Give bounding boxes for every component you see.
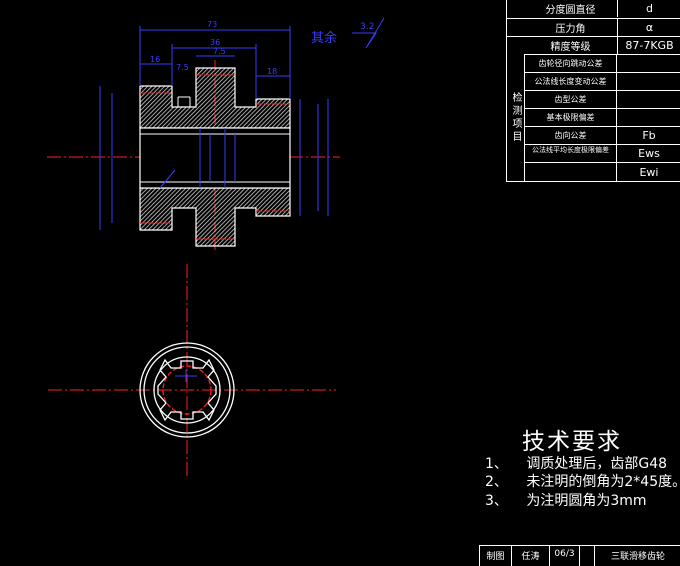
item-label: 公法线平均长度极限偏差 — [525, 145, 617, 162]
dim-top-d: 18 — [267, 67, 277, 76]
item-value — [617, 109, 680, 126]
tech-line-2: 2、 未注明的倒角为2*45度。 — [485, 471, 680, 491]
item-label: 公法线长度变动公差 — [525, 73, 617, 90]
param-row: 分度圆直径 d — [507, 0, 680, 17]
tech-requirements-title: 技术要求 — [522, 429, 622, 455]
item-row: 齿型公差 — [525, 90, 680, 108]
roughness-note: 其余 — [311, 30, 337, 46]
tech-line-3: 3、 为注明圆角为3mm — [485, 490, 647, 510]
item-value: Fb — [642, 129, 656, 142]
item-row: 齿轮径向跳动公差 — [525, 54, 680, 72]
param-label: 压力角 — [524, 19, 618, 36]
roughness-symbol: 其余 3.2 — [311, 17, 385, 49]
item-row: 基本极限偏差 — [525, 108, 680, 126]
param-row: 压力角 α — [507, 18, 680, 36]
item-label: 齿轮径向跳动公差 — [525, 55, 617, 72]
roughness-value: 3.2 — [360, 22, 374, 32]
param-label: 精度等级 — [524, 37, 618, 54]
centerlines-end — [48, 264, 336, 478]
parameter-table: 分度圆直径 d 压力角 α 精度等级 87-7KGB 检测项目 齿轮径向跳动公差… — [506, 0, 680, 182]
param-value: 87-7KGB — [625, 39, 674, 52]
dimension-labels: 73 36 16 7.5 18 7.5 — [150, 20, 277, 76]
item-row: 公法线平均长度极限偏差 Ews — [525, 144, 680, 162]
title-cell: 06/3 — [550, 546, 580, 566]
tech-line-num: 1、 — [485, 456, 508, 472]
item-value: Ewi — [639, 165, 659, 179]
item-label — [525, 163, 617, 181]
title-cell: 三联滑移齿轮 — [610, 552, 665, 562]
dim-top-overall: 73 — [207, 20, 217, 29]
item-label: 齿型公差 — [525, 91, 617, 108]
item-value — [617, 73, 680, 90]
end-view-dims — [175, 370, 197, 382]
item-label: 齿向公差 — [525, 127, 617, 144]
title-block: 制图 任涛 06/3 三联滑移齿轮 — [479, 545, 680, 566]
item-row: 齿向公差 Fb — [525, 126, 680, 144]
title-cell: 制图 — [480, 546, 512, 566]
gear-end-view — [139, 342, 235, 438]
item-value: Ews — [638, 147, 660, 160]
inspection-items-label: 检测项目 — [507, 54, 525, 181]
tech-line-text: 未注明的倒角为2*45度。 — [526, 474, 680, 490]
title-cell: 任涛 — [512, 546, 550, 566]
dim-top-b: 7.5 — [176, 63, 189, 72]
item-value — [617, 91, 680, 108]
tech-line-text: 为注明圆角为3mm — [526, 493, 647, 509]
item-value — [617, 55, 680, 72]
tech-line-num: 3、 — [485, 493, 508, 509]
item-row: Ewi — [525, 162, 680, 181]
tech-line-text: 调质处理后，齿部G48 — [526, 456, 668, 472]
dim-top-c: 7.5 — [213, 47, 226, 56]
gear-section-view — [139, 67, 291, 247]
dim-top-mid: 36 — [210, 38, 220, 47]
param-value: α — [645, 21, 654, 34]
tech-line-num: 2、 — [485, 474, 508, 490]
param-row: 精度等级 87-7KGB — [507, 36, 680, 54]
param-value: d — [646, 2, 653, 15]
title-cell — [580, 546, 595, 566]
dim-top-a: 16 — [150, 55, 160, 64]
tech-line-1: 1、 调质处理后，齿部G48 — [485, 453, 667, 473]
item-row: 公法线长度变动公差 — [525, 72, 680, 90]
item-label: 基本极限偏差 — [525, 109, 617, 126]
dimension-lines — [99, 26, 329, 230]
param-label: 分度圆直径 — [524, 0, 618, 17]
